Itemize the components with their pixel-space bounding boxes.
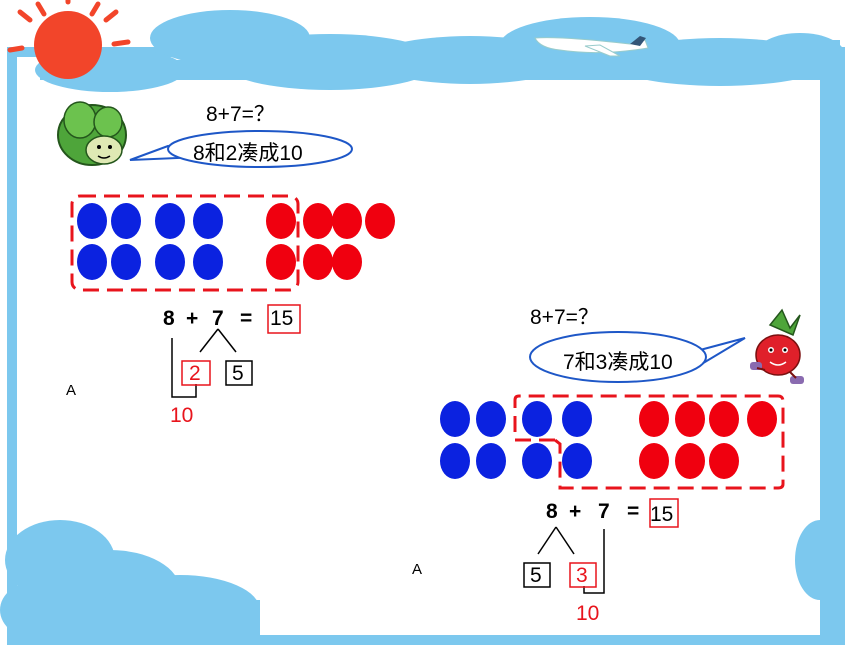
red-dot xyxy=(266,203,296,239)
answer-boxes xyxy=(181,304,679,588)
equation-2-op: + xyxy=(569,500,582,523)
radish-icon xyxy=(750,308,804,384)
dot-group-1 xyxy=(77,203,395,280)
red-dot xyxy=(709,443,739,479)
red-dot xyxy=(266,244,296,280)
equation-2-eq: = xyxy=(627,500,640,523)
blue-dot xyxy=(476,443,506,479)
blue-dot xyxy=(476,401,506,437)
red-dot xyxy=(365,203,395,239)
blue-dot xyxy=(562,401,592,437)
split-1-right: 5 xyxy=(232,362,244,385)
red-dot xyxy=(303,203,333,239)
marker-1: A xyxy=(66,382,77,399)
airplane-icon xyxy=(534,36,649,57)
blue-dot xyxy=(522,443,552,479)
bottom-clouds xyxy=(0,520,845,645)
marker-2: A xyxy=(412,561,423,578)
sum-2: 10 xyxy=(576,602,600,625)
sun-icon xyxy=(7,0,131,79)
red-dot xyxy=(709,401,739,437)
sum-1: 10 xyxy=(170,404,194,427)
red-dot xyxy=(639,401,669,437)
equation-1-b: 7 xyxy=(212,307,224,330)
equation-2-b: 7 xyxy=(598,500,610,523)
blue-dot xyxy=(562,443,592,479)
red-dot xyxy=(747,401,777,437)
red-dot xyxy=(303,244,333,280)
equation-2-result: 15 xyxy=(650,503,674,526)
blue-dot xyxy=(77,203,107,239)
dashed-ten-box-1 xyxy=(70,194,300,292)
blue-dot xyxy=(155,244,185,280)
red-dot xyxy=(332,244,362,280)
blue-dot xyxy=(77,244,107,280)
blue-dot xyxy=(111,244,141,280)
split-lines-2 xyxy=(537,526,605,594)
split-2-left: 5 xyxy=(530,564,542,587)
dashed-ten-box-2 xyxy=(513,394,785,490)
red-dot xyxy=(675,443,705,479)
sky-frame xyxy=(7,40,845,645)
blue-dot xyxy=(111,203,141,239)
cabbage-icon xyxy=(57,101,127,166)
red-dot xyxy=(332,203,362,239)
equation-1-result: 15 xyxy=(270,307,294,330)
hint-bubble-2 xyxy=(529,331,746,383)
blue-dot xyxy=(440,401,470,437)
question-1: 8+7=？ xyxy=(206,103,275,126)
blue-dot xyxy=(440,443,470,479)
red-dot xyxy=(675,401,705,437)
dot-group-2 xyxy=(440,401,777,479)
hint-text-2: 7和3凑成10 xyxy=(563,351,673,374)
blue-dot xyxy=(193,203,223,239)
split-1-left: 2 xyxy=(189,362,201,385)
equation-2-a: 8 xyxy=(546,500,558,523)
split-2-right: 3 xyxy=(576,564,588,587)
top-clouds xyxy=(35,10,845,92)
equation-1-op: + xyxy=(186,307,199,330)
equation-1-eq: = xyxy=(240,307,253,330)
question-2: 8+7=？ xyxy=(530,306,599,329)
split-lines-1 xyxy=(171,328,237,398)
blue-dot xyxy=(193,244,223,280)
equation-1-a: 8 xyxy=(163,307,175,330)
hint-text-1: 8和2凑成10 xyxy=(193,142,303,165)
blue-dot xyxy=(155,203,185,239)
answer-boxes-black xyxy=(225,360,551,588)
blue-dot xyxy=(522,401,552,437)
hint-bubble-1 xyxy=(129,130,353,168)
red-dot xyxy=(639,443,669,479)
